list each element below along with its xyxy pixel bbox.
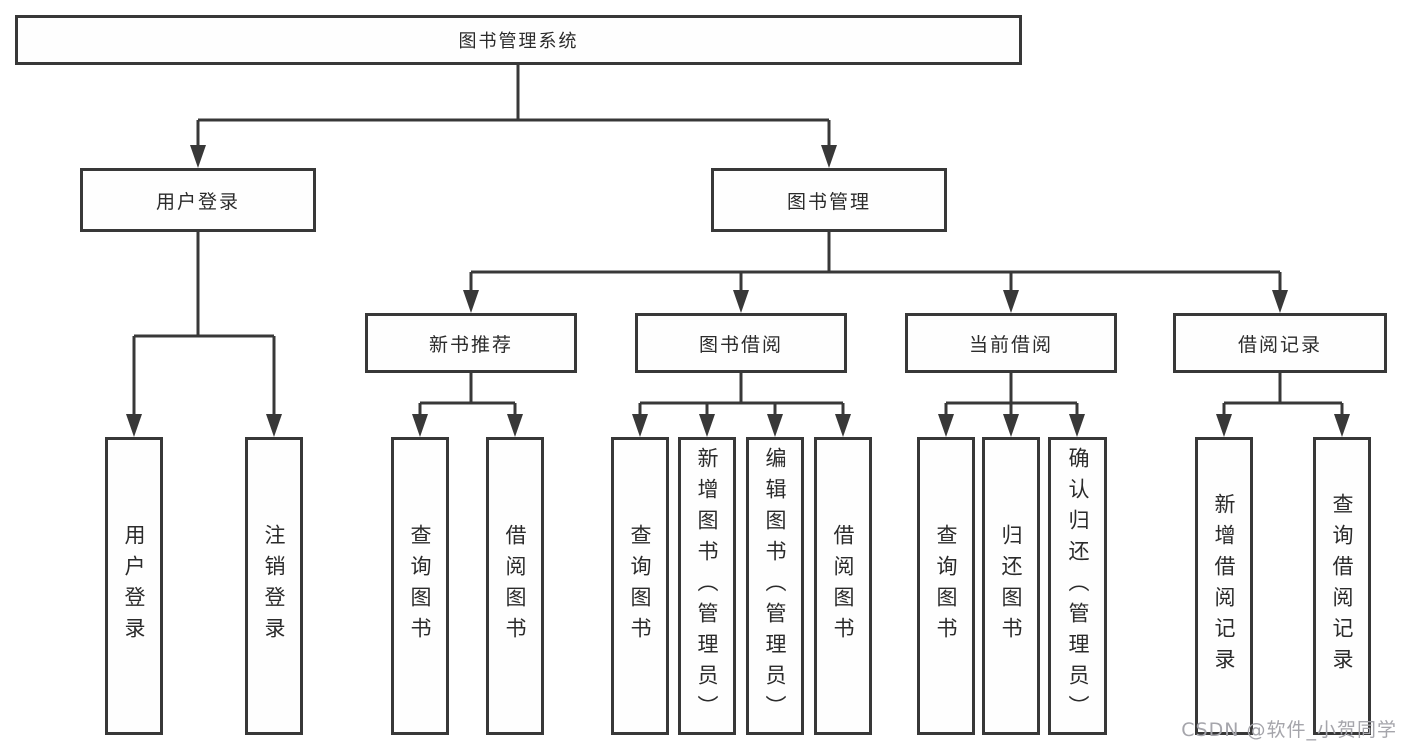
leaf-query-borrow-record: 查询借阅记录 bbox=[1313, 437, 1371, 735]
leaf-query-books-borrowing: 查询图书 bbox=[611, 437, 669, 735]
leaf-borrow-books-recommend: 借阅图书 bbox=[486, 437, 544, 735]
node-borrowing-records: 借阅记录 bbox=[1173, 313, 1387, 373]
leaf-confirm-return-admin: 确认归还（管理员） bbox=[1048, 437, 1107, 735]
leaf-query-books-recommend: 查询图书 bbox=[391, 437, 449, 735]
leaf-edit-book-admin: 编辑图书（管理员） bbox=[746, 437, 804, 735]
node-book-borrowing: 图书借阅 bbox=[635, 313, 847, 373]
leaf-return-book: 归还图书 bbox=[982, 437, 1040, 735]
leaf-add-borrow-record: 新增借阅记录 bbox=[1195, 437, 1253, 735]
leaf-borrow-books-borrowing: 借阅图书 bbox=[814, 437, 872, 735]
node-book-management: 图书管理 bbox=[711, 168, 947, 232]
node-current-borrowing: 当前借阅 bbox=[905, 313, 1117, 373]
node-new-book-recommendation: 新书推荐 bbox=[365, 313, 577, 373]
leaf-add-book-admin: 新增图书（管理员） bbox=[678, 437, 736, 735]
leaf-user-login: 用户登录 bbox=[105, 437, 163, 735]
node-library-management-system: 图书管理系统 bbox=[15, 15, 1022, 65]
leaf-logout: 注销登录 bbox=[245, 437, 303, 735]
leaf-query-books-current: 查询图书 bbox=[917, 437, 975, 735]
node-user-login: 用户登录 bbox=[80, 168, 316, 232]
watermark-text: CSDN @软件_小贺同学 bbox=[1181, 719, 1397, 741]
